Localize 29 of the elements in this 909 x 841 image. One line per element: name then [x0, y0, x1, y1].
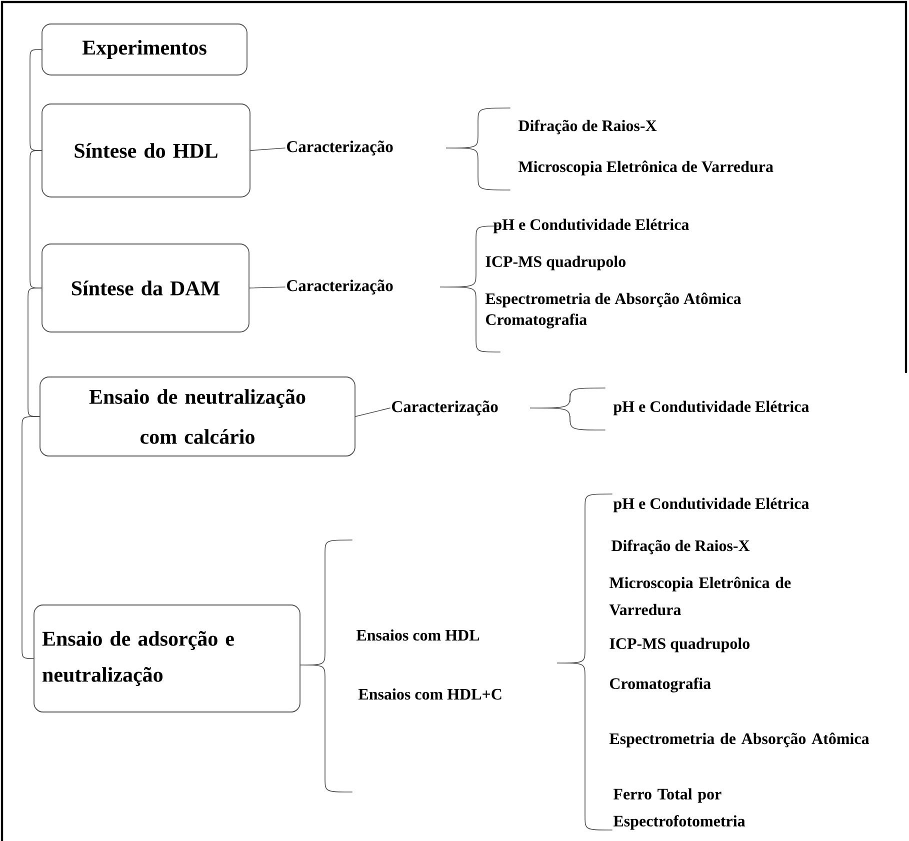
- item-label: ICP-MS quadrupolo: [486, 256, 626, 270]
- connector: [249, 286, 286, 288]
- connector: [30, 150, 42, 288]
- item-label: Microscopia Eletrônica de Varredura: [609, 576, 791, 616]
- item-label: Microscopia Eletrônica de Varredura: [518, 160, 774, 176]
- process-box: Ensaio de adsorção e neutralização: [34, 604, 300, 712]
- item-label: Cromatografia: [610, 678, 711, 692]
- step-label: Caracterização: [392, 400, 498, 416]
- item-label: pH e Condutividade Elétrica: [613, 400, 809, 416]
- item-label: Espectrometria de Absorção Atômica: [485, 292, 742, 308]
- connector: [28, 288, 42, 417]
- step-label: Caracterização: [287, 140, 393, 156]
- connector: [355, 408, 390, 417]
- connector: [250, 148, 286, 151]
- item-label: Cromatografia: [486, 314, 587, 328]
- process-box: Síntese do HDL: [42, 104, 250, 198]
- process-box: Ensaio de neutralização com calcário: [40, 376, 356, 456]
- item-label: pH e Condutividade Elétrica: [613, 498, 809, 512]
- item-label: Ferro Total por Espectrofotometria: [613, 788, 746, 830]
- item-label: pH e Condutividade Elétrica: [493, 218, 689, 234]
- item-label: Ensaios com HDL+C: [358, 688, 502, 700]
- item-label: ICP-MS quadrupolo: [610, 638, 750, 652]
- item-label: Ensaios com HDL: [356, 629, 480, 641]
- process-box: Síntese da DAM: [42, 244, 250, 332]
- item-label: Difração de Raios-X: [612, 540, 750, 554]
- step-label: Caracterização: [287, 280, 393, 294]
- item-label: Difração de Raios-X: [518, 120, 657, 134]
- item-label: Espectrometria de Absorção Atômica: [609, 732, 870, 748]
- process-box: Experimentos: [42, 24, 248, 76]
